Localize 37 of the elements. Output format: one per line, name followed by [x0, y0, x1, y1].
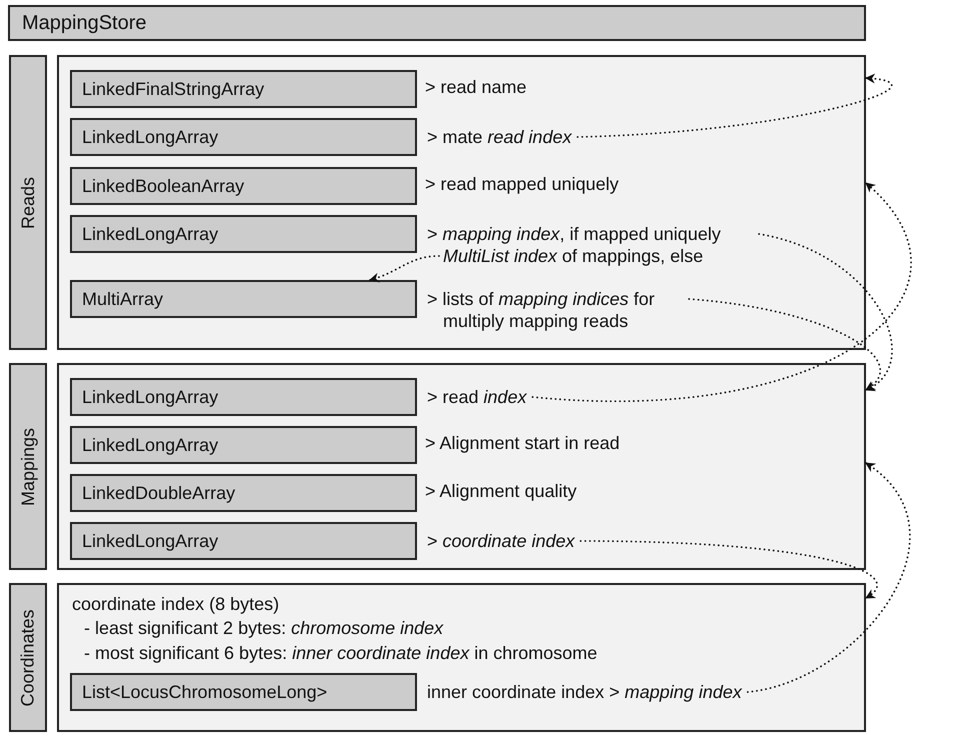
- section-label-box: Coordinates: [9, 583, 47, 732]
- dotted-arrow: [746, 462, 910, 693]
- class-box: LinkedLongArray: [70, 378, 417, 416]
- dotted-arrow: [576, 74, 892, 138]
- description-text: > read name: [425, 76, 527, 98]
- description-text: > read index: [427, 386, 533, 408]
- section-label-box: Mappings: [9, 363, 47, 570]
- class-box: LinkedDoubleArray: [70, 474, 417, 512]
- class-box: LinkedFinalStringArray: [70, 70, 417, 108]
- class-box: LinkedBooleanArray: [70, 167, 417, 205]
- description-text: > coordinate index: [427, 530, 581, 552]
- section-label-box: Reads: [9, 55, 47, 350]
- dotted-arrow: [369, 255, 440, 282]
- class-box: LinkedLongArray: [70, 118, 417, 156]
- dotted-arrow: [580, 540, 878, 599]
- description-text: > mate read index: [427, 126, 578, 148]
- description-text: > read mapped uniquely: [425, 173, 619, 195]
- class-box: LinkedLongArray: [70, 522, 417, 560]
- description-text: > Alignment quality: [425, 480, 577, 502]
- section-panel: [57, 55, 866, 350]
- class-box: List<LocusChromosomeLong>: [70, 673, 417, 711]
- description-text: inner coordinate index > mapping index: [427, 681, 748, 703]
- description-text: > Alignment start in read: [425, 432, 620, 454]
- panel-text: coordinate index (8 bytes): [72, 593, 280, 615]
- class-box: LinkedLongArray: [70, 426, 417, 464]
- title-bar: MappingStore: [8, 5, 866, 41]
- dotted-arrow: [758, 233, 892, 391]
- section-panel: [57, 363, 866, 570]
- panel-text: - most significant 6 bytes: inner coordinate index in chromosome: [84, 642, 598, 664]
- description-text: > mapping index, if mapped uniquely MultiList index of mappings, else: [427, 223, 759, 267]
- class-box: LinkedLongArray: [70, 215, 417, 253]
- section-panel: [57, 583, 866, 732]
- panel-text: - least significant 2 bytes: chromosome index: [84, 617, 444, 639]
- dotted-arrow: [532, 182, 912, 402]
- dotted-arrow: [688, 298, 881, 391]
- class-box: MultiArray: [70, 280, 417, 318]
- description-text: > lists of mapping indices for multiply mapping reads: [427, 288, 689, 332]
